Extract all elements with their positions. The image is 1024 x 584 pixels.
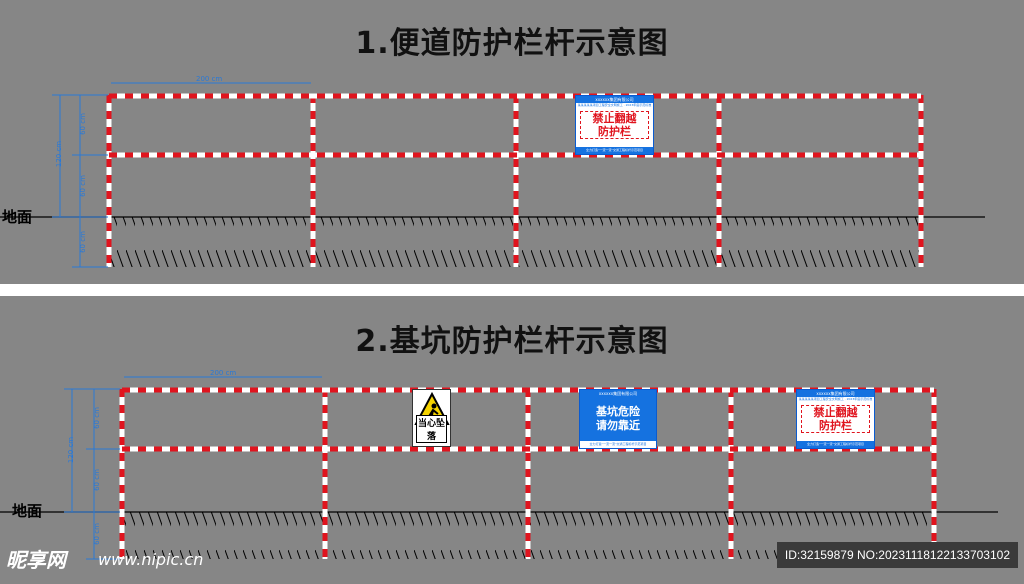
dimension-lines-1 xyxy=(52,82,311,268)
watermark-logo: 昵享网 xyxy=(6,548,66,572)
dim-left-mid-2: 60 cm xyxy=(92,469,101,491)
dimension-lines-2 xyxy=(64,376,322,560)
sign-footer: 全力打造“一流一流”交通工程标杆示范项目 xyxy=(580,441,656,448)
diagram-1-railing xyxy=(0,82,985,268)
dim-left-upper-2: 60 cm xyxy=(92,407,101,429)
pit-danger-sign: xxxxxx集团有限公司 基坑危险 请勿靠近 全力打造“一流一流”交通工程标杆示… xyxy=(579,389,657,449)
sign-company: xxxxxx集团有限公司 xyxy=(797,390,874,397)
no-climb-sign-2: xxxxxx集团有限公司 某某某某某项目工程安全文明施工 · 2023年度示范标… xyxy=(796,389,875,449)
dim-top-2: 200 cm xyxy=(210,369,237,377)
dim-left-total-1: 120 cm xyxy=(55,140,64,168)
sign-main-text: 禁止翻越 防护栏 xyxy=(801,405,870,433)
sign-subtitle: 某某某某某项目工程安全文明施工 · 2023年度示范标准 xyxy=(798,397,873,401)
watermark-url: www.nipic.cn xyxy=(98,550,204,569)
dim-left-upper-1: 60 cm xyxy=(78,113,87,135)
diagram-2-title: 2.基坑防护栏杆示意图 xyxy=(355,324,669,359)
dim-left-below-1: 60 cm xyxy=(78,231,87,253)
sign-footer: 全力打造“一流一流”交通工程标杆示范项目 xyxy=(576,147,653,154)
fall-warning-sign: 当心坠落 xyxy=(412,389,451,447)
dim-left-below-2: 60 cm xyxy=(92,523,101,545)
sign-company: xxxxxx集团有限公司 xyxy=(580,390,656,397)
sign-main-text: 禁止翻越 防护栏 xyxy=(580,111,649,139)
sign-company: xxxxxx集团有限公司 xyxy=(576,96,653,103)
dim-top-1: 200 cm xyxy=(196,75,223,83)
sign-subtitle: 某某某某某项目工程安全文明施工 · 2023年度示范标准 xyxy=(577,103,652,107)
no-climb-sign-1: xxxxxx集团有限公司 某某某某某项目工程安全文明施工 · 2023年度示范标… xyxy=(575,95,654,155)
warning-caption: 当心坠落 xyxy=(416,415,447,443)
dim-left-mid-1: 60 cm xyxy=(78,175,87,197)
dim-left-total-2: 120 cm xyxy=(67,436,76,464)
sign-footer: 全力打造“一流一流”交通工程标杆示范项目 xyxy=(797,441,874,448)
ground-label-2: 地面 xyxy=(12,502,43,520)
watermark-id: ID:32159879 NO:20231118122133703102 xyxy=(776,542,1018,568)
diagram-1-title: 1.便道防护栏杆示意图 xyxy=(355,26,669,61)
sign-main-text: 基坑危险 请勿靠近 xyxy=(596,405,640,432)
